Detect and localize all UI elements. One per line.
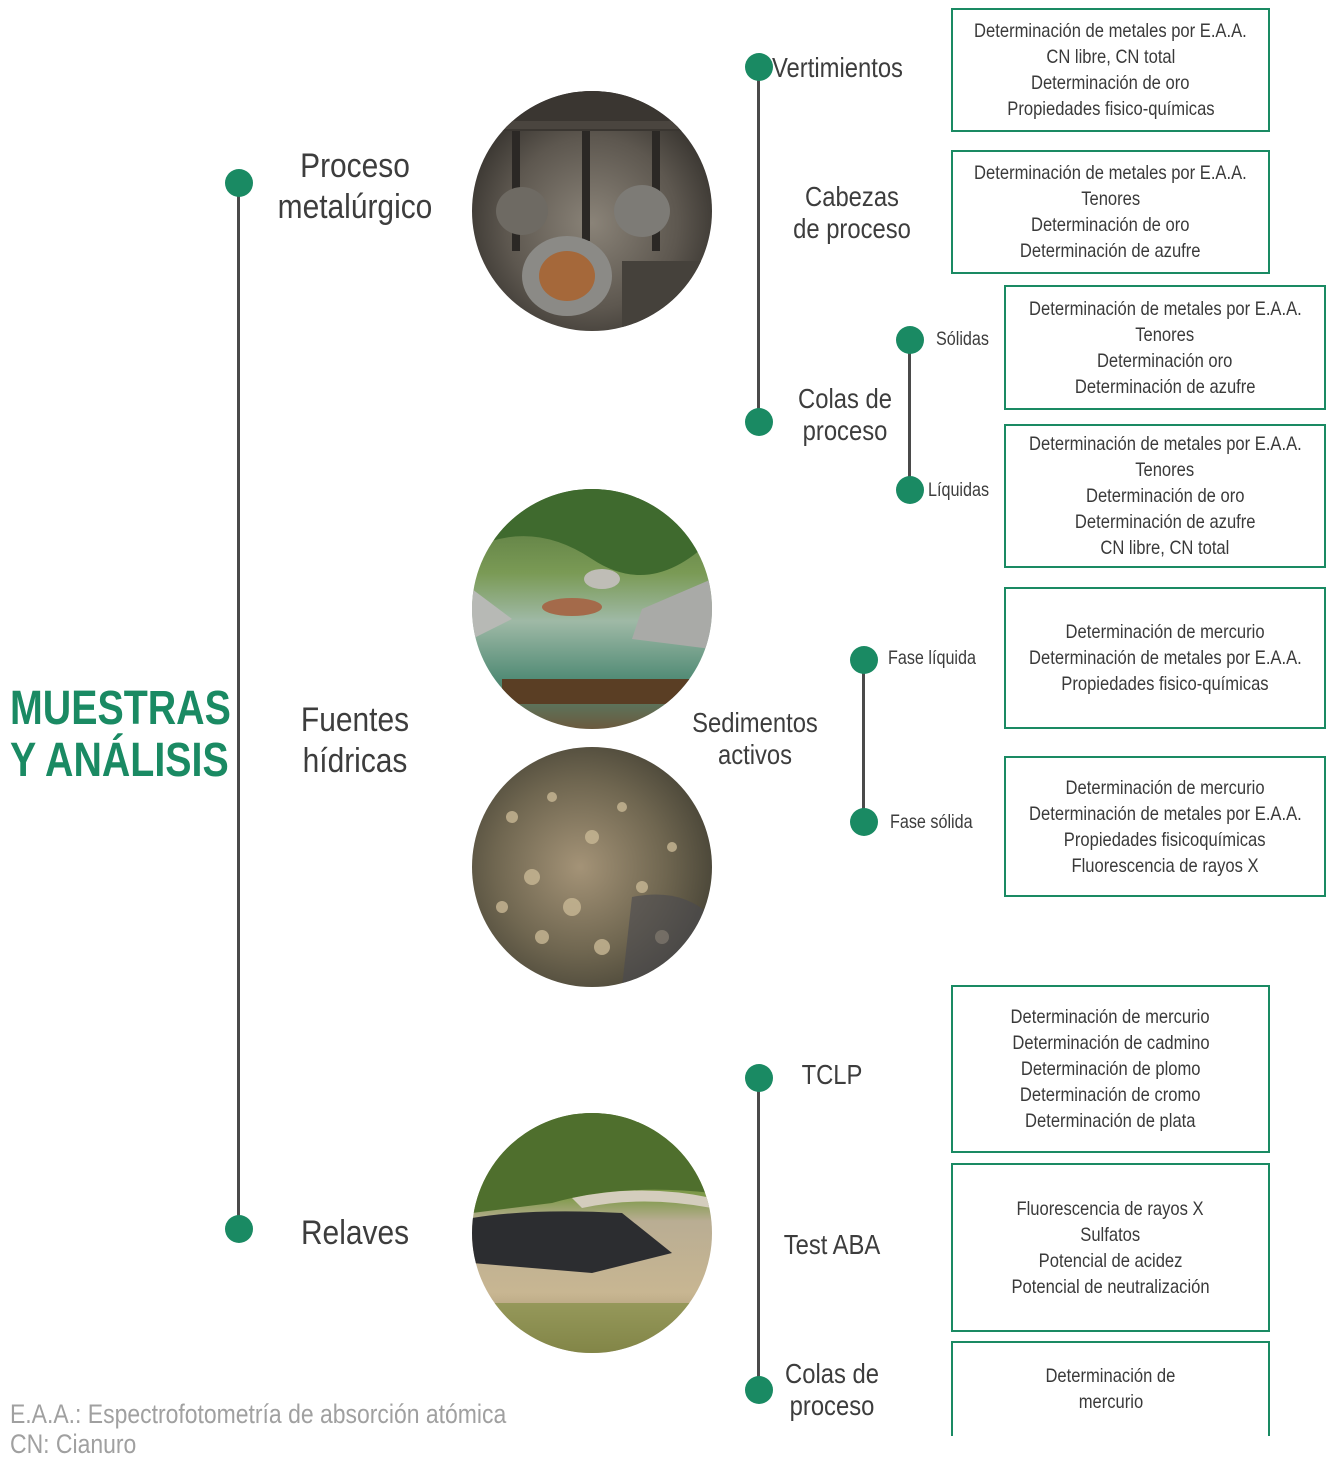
dot-relaves [225,1215,253,1243]
analysis-item: Propiedades fisicoquímicas [1064,828,1266,851]
main-connector-line [237,182,240,1228]
analysis-box-relaves-colas: Determinación de mercurio [951,1341,1270,1436]
sedimentos-line-1: Sedimentos [692,707,818,738]
analysis-item: Determinación de mercurio [1065,776,1265,799]
footnote-cn: CN: Cianuro [10,1429,137,1459]
analysis-item: Fluorescencia de rayos X [1071,854,1259,877]
analysis-item: Tenores [1135,459,1195,481]
dot-proceso [225,169,253,197]
cabezas-line-2: de proceso [793,213,911,244]
analysis-item: Determinación de azufre [1020,240,1201,262]
category-proceso-metalurgico: Proceso metalúrgico [267,146,443,228]
analysis-item: Propiedades fisico-químicas [1061,673,1269,695]
label-fase-liquida: Fase líquida [888,648,976,669]
analysis-item: Determinación de plomo [1020,1058,1201,1080]
footnote-eaa: E.A.A.: Espectrofotometría de absorción … [10,1399,507,1429]
analysis-box-fase-liquida: Determinación de mercurio Determinación … [1004,587,1326,729]
label-liquidas: Líquidas [928,480,990,501]
analysis-item: Determinación de cromo [1020,1084,1201,1106]
label-cabezas-proceso: Cabezas de proceso [784,181,920,245]
colas-line-1: Colas de [798,383,892,414]
analysis-item: Determinación de plata [1025,1110,1196,1132]
sedimentos-line-2: activos [717,739,793,770]
label-colas-proceso: Colas de proceso [777,383,913,447]
analysis-item: Determinación de metales por E.A.A. [974,20,1247,42]
label-solidas: Sólidas [936,329,989,350]
analysis-item: Determinación de metales por E.A.A. [1028,297,1302,320]
analysis-item: Propiedades fisico-químicas [1006,98,1215,120]
dot-tclp [745,1064,773,1092]
analysis-item: Determinación de cadmino [1011,1032,1210,1054]
category-proceso-line-2: metalúrgico [277,188,433,226]
analysis-box-solidas: Determinación de metales por E.A.A. Teno… [1004,285,1326,410]
dot-relaves-colas [745,1376,773,1404]
dot-fase-liquida [850,646,878,674]
analysis-item: Potencial de acidez [1038,1249,1183,1272]
analysis-item: mercurio [1078,1391,1143,1413]
category-proceso-line-1: Proceso [300,147,410,185]
diagram-title: MUESTRAS Y ANÁLISIS [10,683,231,787]
label-vertimientos: Vertimientos [772,52,903,83]
label-tclp: TCLP [801,1059,863,1090]
analysis-item: Determinación de oro [1031,72,1190,94]
analysis-item: Determinación de mercurio [1010,1006,1210,1028]
cabezas-line-1: Cabezas [805,181,899,212]
analysis-item: Tenores [1135,323,1195,346]
category-relaves: Relaves [300,1214,410,1252]
mill-machinery-photo [472,91,712,331]
analysis-box-vertimientos: Determinación de metales por E.A.A. CN l… [951,8,1270,132]
analysis-box-test-aba: Fluorescencia de rayos X Sulfatos Potenc… [951,1163,1270,1332]
dot-liquidas [896,476,924,504]
stream-photo [472,489,712,729]
analysis-item: Sulfatos [1080,1223,1141,1246]
analysis-item: Determinación de oro [1031,214,1190,236]
analysis-item: Fluorescencia de rayos X [1016,1197,1205,1220]
dot-vertimientos [745,53,773,81]
label-relaves-colas-proceso: Colas de proceso [764,1358,900,1422]
label-sedimentos-activos: Sedimentos activos [687,707,823,771]
analysis-box-fase-solida: Determinación de mercurio Determinación … [1004,756,1326,897]
analysis-box-tclp: Determinación de mercurio Determinación … [951,985,1270,1153]
relaves-connector-line [757,1078,760,1390]
analysis-item: Determinación de mercurio [1065,621,1265,643]
analysis-box-cabezas: Determinación de metales por E.A.A. Teno… [951,150,1270,274]
relaves-colas-line-1: Colas de [785,1358,879,1389]
analysis-item: Potencial de neutralización [1011,1275,1210,1298]
sedimentos-connector-line [862,660,865,822]
title-line-2: Y ANÁLISIS [10,734,229,787]
proceso-connector-line [757,66,760,422]
analysis-item: Determinación de azufre [1074,375,1256,398]
title-line-1: MUESTRAS [10,682,231,735]
label-test-aba: Test ABA [783,1229,881,1260]
category-fuentes-hidricas: Fuentes hídricas [267,700,443,782]
analysis-item: Determinación de metales por E.A.A. [1028,802,1302,825]
analysis-item: Determinación de azufre [1074,511,1256,533]
label-fase-solida: Fase sólida [890,812,973,833]
category-fuentes-line-2: hídricas [302,742,408,780]
colas-connector-line [908,340,911,490]
colas-line-2: proceso [802,415,888,446]
relaves-colas-line-2: proceso [789,1390,875,1421]
analysis-item: Determinación de metales por E.A.A. [1028,647,1302,669]
riverbed-photo [472,747,712,987]
analysis-item: CN libre, CN total [1046,46,1175,68]
category-fuentes-line-1: Fuentes [300,701,410,739]
dot-colas-proceso [745,408,773,436]
tailings-photo [472,1113,712,1353]
analysis-item: Determinación de metales por E.A.A. [974,162,1247,184]
analysis-item: Determinación de oro [1085,485,1245,507]
analysis-item: Tenores [1081,188,1140,210]
dot-solidas [896,326,924,354]
analysis-item: Determinación de [1045,1365,1176,1387]
analysis-box-liquidas: Determinación de metales por E.A.A. Teno… [1004,424,1326,568]
dot-fase-solida [850,808,878,836]
analysis-item: Determinación oro [1097,349,1233,372]
analysis-item: CN libre, CN total [1100,537,1230,559]
analysis-item: Determinación de metales por E.A.A. [1028,433,1302,455]
